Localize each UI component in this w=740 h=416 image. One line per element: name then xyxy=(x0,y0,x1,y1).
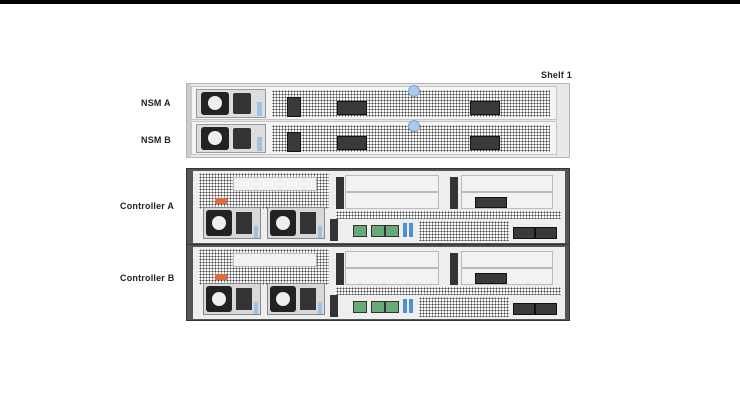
controller-b-slot-2 xyxy=(345,251,439,268)
nsm-a-module xyxy=(191,85,557,120)
nsm-a-label: NSM A xyxy=(141,98,171,108)
controller-b-label: Controller B xyxy=(120,273,175,283)
controller-a-onboard-port-1 xyxy=(513,227,535,239)
controller-a-psu-1 xyxy=(203,207,261,239)
controller-b-slot-4 xyxy=(461,251,553,268)
power-inlet-icon xyxy=(300,212,316,234)
controller-b-psu-2 xyxy=(267,283,325,315)
usb-port-1 xyxy=(403,299,407,313)
fan-icon xyxy=(206,286,232,312)
psu-latch xyxy=(257,102,262,116)
usb-port-2 xyxy=(409,223,413,237)
thumbscrew-icon xyxy=(408,85,420,97)
vent-grille xyxy=(419,297,509,317)
nsm-b-port-2 xyxy=(470,136,500,150)
controller-b-psu-1 xyxy=(203,283,261,315)
slot-latch xyxy=(450,177,458,209)
nsm-b-port-1 xyxy=(337,136,367,150)
nsm-b-label: NSM B xyxy=(141,135,171,145)
nsm-b-module xyxy=(191,120,557,155)
ethernet-port-2 xyxy=(385,225,399,237)
power-inlet-icon xyxy=(233,128,251,149)
controller-a xyxy=(186,168,570,245)
thumbscrew-icon xyxy=(408,120,420,132)
controller-b-faceplate xyxy=(193,247,565,319)
controller-b-slot-5-port xyxy=(475,273,507,284)
power-inlet-icon xyxy=(236,288,252,310)
controller-a-label: Controller A xyxy=(120,201,175,211)
nsm-status-panel xyxy=(287,97,301,117)
nsm-a-port-1 xyxy=(337,101,367,115)
controller-b-slot-3 xyxy=(345,268,439,285)
controller-a-slot-3 xyxy=(345,192,439,209)
usb-port-1 xyxy=(403,223,407,237)
vent-grille xyxy=(336,211,561,219)
ethernet-port-1 xyxy=(371,301,385,313)
psu-latch xyxy=(318,226,322,238)
psu-latch xyxy=(318,302,322,314)
controller-b-slot-1 xyxy=(233,253,317,267)
top-border xyxy=(0,0,740,4)
nsm-b-psu xyxy=(196,124,266,153)
fan-icon xyxy=(201,127,229,150)
nsm-status-panel xyxy=(287,132,301,152)
slot-latch xyxy=(336,253,344,285)
vent-grille xyxy=(272,125,550,152)
fan-icon xyxy=(201,92,229,115)
vent-grille xyxy=(419,221,509,241)
nsm-a-psu xyxy=(196,89,266,118)
power-inlet-icon xyxy=(233,93,251,114)
led-panel xyxy=(330,295,338,317)
shelf-left-ear xyxy=(187,84,191,157)
slot-latch xyxy=(336,177,344,209)
fan-icon xyxy=(270,286,296,312)
orange-tab xyxy=(215,198,227,204)
slot-latch xyxy=(450,253,458,285)
led-panel xyxy=(330,219,338,241)
controller-a-psu-2 xyxy=(267,207,325,239)
controller-a-slot-2 xyxy=(345,175,439,192)
storage-shelf xyxy=(186,83,570,158)
controller-b xyxy=(186,244,570,321)
psu-latch xyxy=(257,137,262,151)
controller-a-slot-1 xyxy=(233,177,317,191)
controller-b-onboard-port-2 xyxy=(535,303,557,315)
management-port xyxy=(353,225,367,237)
controller-a-onboard-port-2 xyxy=(535,227,557,239)
power-inlet-icon xyxy=(236,212,252,234)
controller-a-faceplate xyxy=(193,171,565,243)
fan-icon xyxy=(270,210,296,236)
controller-b-onboard-port-1 xyxy=(513,303,535,315)
vent-grille xyxy=(336,287,561,295)
controller-a-slot-5-port xyxy=(475,197,507,208)
nsm-a-port-2 xyxy=(470,101,500,115)
controller-a-slot-4 xyxy=(461,175,553,192)
ethernet-port-1 xyxy=(371,225,385,237)
ethernet-port-2 xyxy=(385,301,399,313)
shelf-label: Shelf 1 xyxy=(541,70,572,80)
fan-icon xyxy=(206,210,232,236)
orange-tab xyxy=(215,274,227,280)
psu-latch xyxy=(254,226,258,238)
management-port xyxy=(353,301,367,313)
usb-port-2 xyxy=(409,299,413,313)
power-inlet-icon xyxy=(300,288,316,310)
psu-latch xyxy=(254,302,258,314)
